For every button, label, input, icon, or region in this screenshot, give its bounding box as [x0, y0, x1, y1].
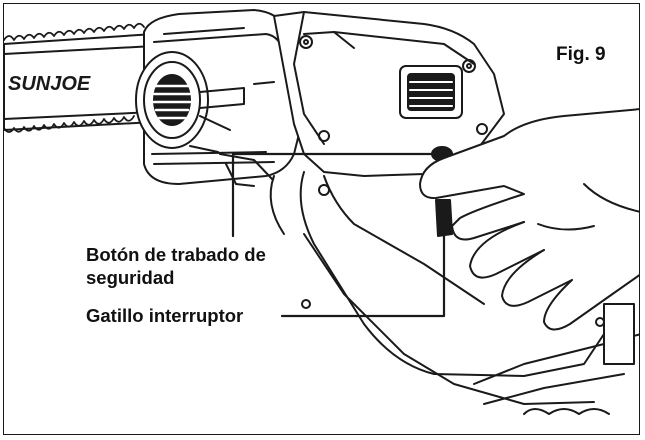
hand	[419, 108, 639, 331]
lower-housing	[219, 81, 639, 415]
handle	[269, 171, 605, 405]
chainsaw-illustration: SUNJOE	[4, 9, 639, 415]
safety-button-label-line2: seguridad	[84, 267, 177, 289]
callout-leaders	[231, 152, 446, 318]
figure-label: Fig. 9	[556, 44, 606, 65]
vent-grille	[399, 65, 463, 119]
tension-knob	[135, 51, 245, 153]
saw-body	[273, 11, 505, 177]
brand-logo: SUNJOE	[8, 73, 91, 95]
trigger-switch-label: Gatillo interruptor	[84, 305, 246, 327]
figure-frame: SUNJOE Fig. 9 Botón de trabado de seguri…	[3, 3, 640, 435]
safety-button-label-line1: Botón de trabado de	[84, 244, 268, 266]
